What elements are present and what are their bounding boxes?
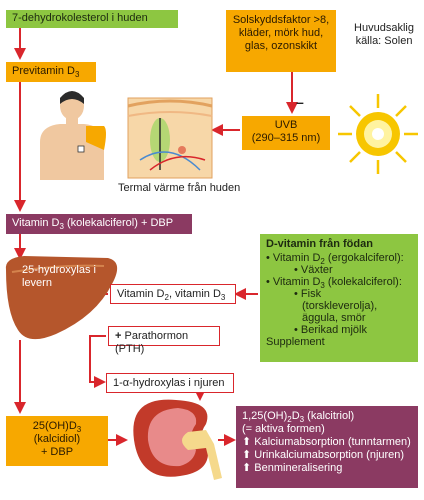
calcitriol-title-sub1: 2 bbox=[287, 415, 292, 425]
diet-d3-post: (kolekalciferol): bbox=[324, 276, 402, 288]
inhibition-minus: – bbox=[296, 94, 304, 110]
kidney-enzyme-box: 1-α-hydroxylas i njuren bbox=[106, 373, 234, 393]
precursor-box: 7-dehydrokolesterol i huden bbox=[6, 10, 178, 28]
precursor-text: 7-dehydrokolesterol i huden bbox=[12, 12, 148, 24]
calcitriol-title-a: 1,25(OH) bbox=[242, 410, 288, 422]
calcidiol-line-2: (kalcidiol) bbox=[33, 433, 81, 445]
pth-sign: + bbox=[115, 330, 122, 342]
protection-line-2: kläder, mörk hud, bbox=[238, 27, 324, 39]
calcitriol-effect: ⬆ Benmineralisering bbox=[242, 462, 343, 474]
calcitriol-subtitle: (= aktiva formen) bbox=[242, 423, 325, 435]
sun-label-line-2: källa: Solen bbox=[355, 35, 413, 47]
calcidiol-line-1: 25(OH)D3 bbox=[12, 420, 102, 435]
diet-footer: Supplement bbox=[266, 336, 325, 348]
pth-box: + Parathormon (PTH) bbox=[108, 326, 220, 355]
protection-line-1: Solskyddsfaktor >8, bbox=[232, 14, 330, 26]
liver-label: 25-hydroxylas i levern bbox=[22, 264, 96, 290]
dietary-vitamin-box: Vitamin D2, vitamin D3 bbox=[110, 284, 236, 304]
calcitriol-title-c: (kalcitriol) bbox=[304, 410, 355, 422]
calcidiol-l1: 25(OH)D bbox=[32, 420, 77, 432]
calcidiol-box: 25(OH)D3 (kalcidiol) + DBP bbox=[6, 416, 108, 466]
dietary-vit-b-sub: 3 bbox=[220, 293, 226, 303]
dietary-vit-a-sub: 2 bbox=[164, 293, 169, 303]
diet-d3-item: • Fisk bbox=[294, 288, 322, 300]
calcitriol-title-sub2: 3 bbox=[299, 415, 305, 425]
diet-d3-sub: 3 bbox=[320, 281, 325, 291]
diet-d3-item-3: äggula, smör bbox=[302, 312, 366, 324]
thermal-label: Termal värme från huden bbox=[118, 182, 241, 194]
protection-box: Solskyddsfaktor >8, kläder, mörk hud, gl… bbox=[226, 10, 336, 72]
calcitriol-box: 1,25(OH)2D3 (kalcitriol) (= aktiva forme… bbox=[236, 406, 418, 488]
calcitriol-effect: ⬆ Urinkalciumabsorption (njuren) bbox=[242, 449, 405, 461]
calcitriol-title: 1,25(OH)2D3 (kalcitriol) bbox=[242, 410, 412, 425]
vitamin-d3-pre: Vitamin D bbox=[12, 217, 60, 229]
diet-d2-item: • Växter bbox=[294, 264, 333, 276]
diet-d3-item-2: (torskleverolja), bbox=[302, 300, 378, 312]
diet-d2-sub: 2 bbox=[320, 257, 325, 267]
diet-d2-item-1: Växter bbox=[300, 264, 333, 276]
calcidiol-line-3: + DBP bbox=[40, 446, 74, 458]
calcitriol-effect-1: Kalciumabsorption (tunntarmen) bbox=[254, 436, 411, 448]
uvb-box: UVB (290–315 nm) bbox=[242, 116, 330, 150]
diet-d3-item-1: Fisk bbox=[300, 288, 322, 300]
protection-line-3: glas, ozonskikt bbox=[244, 40, 318, 52]
sun-label-line-1: Huvudsaklig bbox=[354, 22, 414, 34]
liver-line-1: 25-hydroxylas i bbox=[22, 264, 96, 276]
dietary-vit-mid: , vitamin D bbox=[168, 288, 221, 300]
diet-title: D-vitamin från födan bbox=[266, 238, 373, 250]
calcitriol-effect-3: Benmineralisering bbox=[254, 462, 343, 474]
previtamin-sub: 3 bbox=[74, 70, 80, 80]
sun-label: Huvudsaklig källa: Solen bbox=[346, 22, 422, 48]
diet-d3-pre: Vitamin D bbox=[272, 276, 321, 288]
calcitriol-title-b: D bbox=[291, 410, 300, 422]
uvb-line-2: (290–315 nm) bbox=[251, 132, 321, 144]
vitamin-d3-sub: 3 bbox=[59, 222, 64, 232]
diet-d2-post: (ergokalciferol): bbox=[324, 252, 404, 264]
diet-box: D-vitamin från födan • Vitamin D2 (ergok… bbox=[260, 234, 418, 362]
diet-d3-item: äggula, smör bbox=[266, 312, 412, 324]
diet-d3-item-4: Berikad mjölk bbox=[300, 324, 367, 336]
diet-d3-item: • Berikad mjölk bbox=[294, 324, 367, 336]
uvb-line-1: UVB bbox=[274, 119, 298, 131]
diet-d2: • Vitamin D2 (ergokalciferol): bbox=[266, 252, 404, 267]
liver-line-2: levern bbox=[22, 277, 52, 289]
calcidiol-l1-sub: 3 bbox=[76, 425, 82, 435]
arrow-pth-to-enzyme bbox=[89, 335, 106, 388]
previtamin-text: Previtamin D bbox=[12, 65, 75, 77]
kidney-enzyme-text: 1-α-hydroxylas i njuren bbox=[113, 377, 225, 389]
dietary-vit-a: Vitamin D bbox=[117, 288, 165, 300]
vitamin-d3-post: (kolekalciferol) + DBP bbox=[63, 217, 174, 229]
previtamin-box: Previtamin D3 bbox=[6, 62, 96, 82]
calcitriol-effect: ⬆ Kalciumabsorption (tunntarmen) bbox=[242, 436, 411, 448]
diet-d3-item: (torskleverolja), bbox=[266, 300, 412, 312]
diet-d3: • Vitamin D3 (kolekalciferol): bbox=[266, 276, 402, 291]
vitamin-d3-box: Vitamin D3 (kolekalciferol) + DBP bbox=[6, 214, 192, 234]
pth-text: Parathormon (PTH) bbox=[115, 330, 189, 355]
diet-d2-pre: Vitamin D bbox=[272, 252, 321, 264]
calcitriol-effect-2: Urinkalciumabsorption (njuren) bbox=[254, 449, 405, 461]
